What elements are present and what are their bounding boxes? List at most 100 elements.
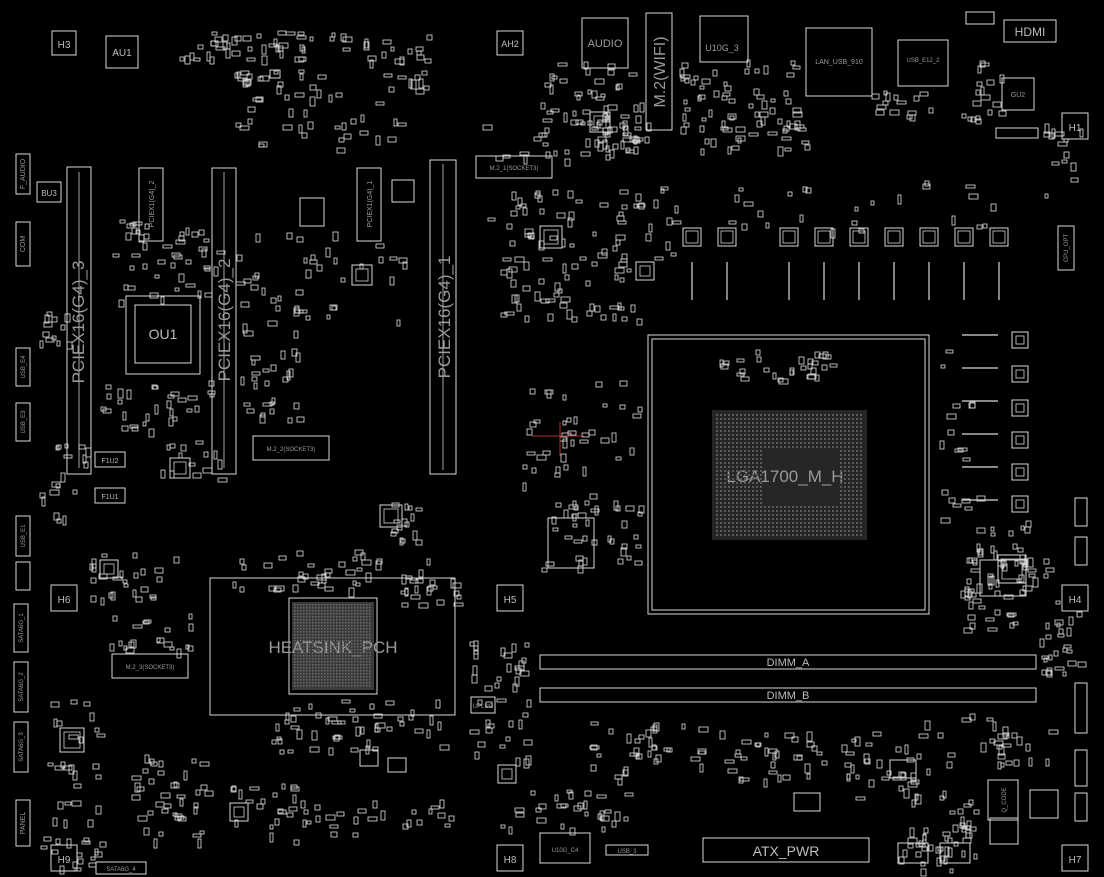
connector-small-top	[965, 11, 995, 25]
connector-hdmi: HDMI	[1003, 19, 1057, 43]
mounting-hole-h1: H1	[1061, 112, 1089, 140]
header-f-audio: F_AUDIO	[15, 153, 31, 195]
label-pciex1-2: PCIEX1(G4)_2	[149, 181, 156, 228]
label-m2-3: M.2_3(SOCKET3)	[126, 665, 175, 671]
label-au1: AU1	[112, 48, 132, 59]
connector-lan-usb: LAN_USB_910	[805, 27, 873, 97]
slot-m2-wifi: M.2(WIFI)	[645, 12, 673, 131]
chip-ou1: OU1	[125, 295, 201, 375]
connector-u10g-3: U10G_3	[699, 15, 749, 63]
label-u10g-3: U10G_3	[705, 43, 739, 53]
header-com: COM	[15, 221, 31, 267]
connector-sata6g-3: SATA6G_3	[13, 721, 29, 773]
connector-usb-c: USB_E12_2	[897, 39, 949, 87]
label-m2-1: M.2_1(SOCKET3)	[490, 166, 539, 172]
label-dimm-b: DIMM_B	[767, 690, 810, 702]
label-h6: H6	[58, 595, 71, 606]
connector-sata6g-2: SATA6G_2	[13, 661, 29, 713]
mounting-hole-h6: H6	[50, 584, 78, 612]
header-cpu-fan: CPU_OPT	[1057, 225, 1075, 271]
label-sata6g-3: SATA6G_3	[19, 732, 25, 762]
label-lan-usb: LAN_USB_910	[815, 59, 863, 66]
mounting-hole-ah2: AH2	[496, 30, 524, 56]
header-panel: PANEL	[15, 799, 31, 847]
slot-m2-1: M.2_1(SOCKET3)	[475, 155, 553, 179]
label-m2-wifi: M.2(WIFI)	[652, 36, 669, 107]
header-right-5	[1074, 792, 1088, 822]
chip-bu3: BU3	[36, 181, 62, 203]
label-m2-2: M.2_2(SOCKET3)	[267, 447, 316, 453]
mounting-hole-h4: H4	[1061, 584, 1089, 612]
label-f1u2: F1U2	[101, 458, 118, 465]
label-usb-c: USB_E12_2	[906, 58, 940, 64]
label-gu2: GU2	[1011, 92, 1026, 99]
label-cpu-socket: LGA1700_M_H	[726, 467, 843, 486]
display-q-code: Q_CODE	[987, 779, 1019, 821]
vrm-chokes	[682, 227, 1009, 501]
label-h1: H1	[1069, 123, 1082, 134]
fuse-f1u1: F1U1	[94, 487, 126, 504]
small-components	[39, 30, 1087, 877]
label-sata6g-4: SATA6G_4	[106, 867, 136, 873]
header-uplug: UPLUG	[470, 696, 496, 714]
slot-pciex1-1: PCIEX1(G4)_1	[356, 167, 382, 242]
slot-pciex1-2: PCIEX1(G4)_2	[138, 167, 164, 242]
header-right-3	[1074, 682, 1088, 734]
mounting-hole-h8: H8	[496, 844, 524, 872]
mounting-hole-h7: H7	[1061, 844, 1089, 872]
slot-m2-3: M.2_3(SOCKET3)	[111, 653, 189, 679]
connector-sata6g-1: SATA6G_1	[13, 603, 29, 653]
label-pciex1-1: PCIEX1(G4)_1	[367, 181, 374, 228]
label-h5: H5	[504, 595, 517, 606]
label-usb-3: USB_3	[617, 849, 637, 855]
crosshair-marker	[532, 422, 584, 456]
label-h9: H9	[58, 855, 71, 866]
label-h4: H4	[1069, 595, 1082, 606]
header-usb-3: USB_3	[605, 844, 649, 856]
label-uplug: UPLUG	[473, 704, 494, 710]
chip-gu2: GU2	[1001, 77, 1035, 111]
slot-pciex16-3: PCIEX16(G4)_3	[66, 166, 92, 475]
label-pciex16-1: PCIEX16(G4)_1	[435, 256, 454, 379]
label-sata6g-2: SATA6G_2	[19, 672, 25, 702]
label-usb-e1: USB_E1	[21, 524, 27, 548]
slot-dimm-a: DIMM_A	[539, 654, 1037, 670]
label-ou1: OU1	[149, 326, 178, 342]
slot-dimm-b: DIMM_B	[539, 687, 1037, 703]
label-com: COM	[20, 236, 27, 253]
label-h8: H8	[504, 855, 517, 866]
slot-m2-2: M.2_2(SOCKET3)	[252, 435, 330, 461]
header-right-1	[1074, 497, 1088, 527]
mounting-hole-h3: H3	[51, 30, 77, 56]
label-atx-pwr: ATX_PWR	[753, 843, 820, 859]
label-h3: H3	[58, 40, 71, 51]
header-right-2	[1074, 536, 1088, 566]
label-f-audio: F_AUDIO	[20, 158, 27, 189]
connector-sata6g-4: SATA6G_4	[95, 861, 147, 875]
label-usb-e4: USB_E4	[21, 355, 27, 379]
connector-audio: AUDIO	[581, 17, 629, 69]
slot-pciex16-2: PCIEX16(G4)_2	[211, 167, 237, 475]
label-cpu-fan: CPU_OPT	[1064, 233, 1070, 262]
label-h7: H7	[1069, 855, 1082, 866]
header-usb-e4: USB_E4	[15, 347, 31, 387]
fuse-f1u2: F1U2	[94, 451, 126, 468]
header-right-4	[1074, 749, 1088, 787]
header-rgb-1	[15, 561, 31, 591]
mounting-hole-h5: H5	[496, 584, 524, 612]
label-audio: AUDIO	[588, 38, 623, 50]
label-panel: PANEL	[20, 812, 27, 835]
header-usb-e3: USB_E3	[15, 402, 31, 442]
label-dimm-a: DIMM_A	[767, 657, 810, 669]
label-pciex16-2: PCIEX16(G4)_2	[215, 259, 234, 382]
chip-au1: AU1	[105, 35, 139, 69]
slot-pciex16-1: PCIEX16(G4)_1	[429, 159, 457, 475]
label-u10g-c4: U10G_C4	[552, 848, 579, 854]
label-q-code: Q_CODE	[1002, 787, 1008, 812]
header-usb-e1: USB_E1	[15, 515, 31, 557]
label-f1u1: F1U1	[101, 494, 118, 501]
label-sata6g-1: SATA6G_1	[19, 613, 25, 643]
label-pciex16-3: PCIEX16(G4)_3	[69, 261, 88, 384]
label-bu3: BU3	[41, 189, 57, 198]
